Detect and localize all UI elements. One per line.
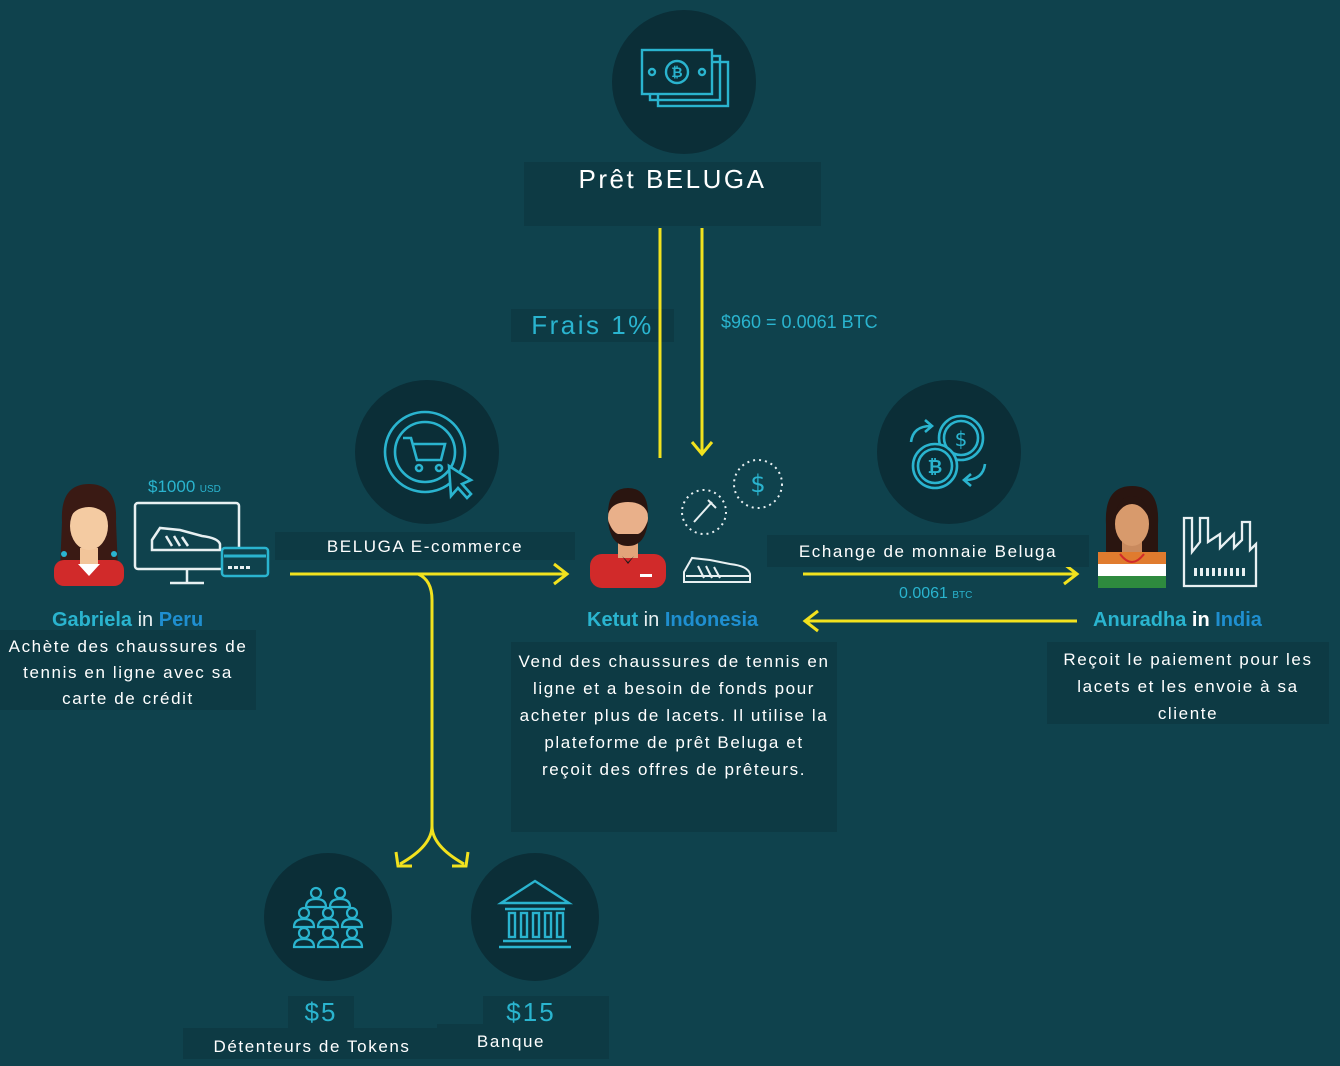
gabriela-country: Peru xyxy=(158,609,204,631)
token-holders-amount: $5 xyxy=(304,997,338,1027)
gabriela-in: in xyxy=(137,609,154,631)
anuradha-name-line: Anuradha in India xyxy=(1093,609,1262,632)
ecommerce-icon-circle xyxy=(355,380,499,524)
ketut-name: Ketut xyxy=(587,609,639,631)
cart-cursor-icon xyxy=(383,410,474,500)
anuradha-avatar xyxy=(1096,484,1168,588)
bank-label: Banque xyxy=(476,1032,546,1051)
gabriela-name-line: Gabriela in Peru xyxy=(52,609,203,632)
token-holders-amount-box: $5 xyxy=(288,996,354,1028)
loan-title-box: Prêt BELUGA xyxy=(524,162,821,226)
exchange-amount-value: 0.0061 xyxy=(899,585,948,602)
svg-text:$: $ xyxy=(955,427,968,451)
anuradha-description: Reçoit le paiement pour les lacets et le… xyxy=(1063,650,1313,723)
bank-icon xyxy=(496,879,574,949)
ketut-description: Vend des chaussures de tennis en ligne e… xyxy=(518,652,830,779)
computer-shoe-card-icon xyxy=(132,500,272,590)
ecommerce-label: BELUGA E-commerce xyxy=(326,537,524,556)
token-holders-label-box: Détenteurs de Tokens xyxy=(183,1028,441,1059)
anuradha-country: India xyxy=(1215,609,1262,631)
bank-icon-circle xyxy=(471,853,599,981)
ecommerce-label-box: BELUGA E-commerce xyxy=(275,532,575,560)
ketut-in: in xyxy=(643,609,660,631)
loan-amount-label: $960 = 0.0061 BTC xyxy=(721,312,878,332)
ketut-tools-icons: $ xyxy=(674,456,788,592)
ketut-name-line: Ketut in Indonesia xyxy=(587,609,758,632)
token-holders-icon-circle xyxy=(264,853,392,981)
anuradha-name: Anuradha xyxy=(1093,609,1187,631)
gabriela-price: $1000 USD xyxy=(148,477,221,497)
bank-amount: $15 xyxy=(506,997,556,1027)
people-group-icon xyxy=(292,886,364,949)
gabriela-price-unit: USD xyxy=(199,484,221,495)
anuradha-description-box: Reçoit le paiement pour les lacets et le… xyxy=(1047,642,1329,724)
exchange-label-box: Echange de monnaie Beluga xyxy=(767,535,1089,567)
bank-amount-box: $15 xyxy=(483,996,609,1028)
gabriela-description: Achète des chaussures de tennis en ligne… xyxy=(8,637,248,708)
ketut-country: Indonesia xyxy=(664,609,759,631)
exchange-icon-circle: $ ₿ xyxy=(877,380,1021,524)
fee-box: Frais 1% xyxy=(511,309,674,342)
exchange-amount: 0.0061 BTC xyxy=(899,585,972,603)
money-bitcoin-icon: ₿ xyxy=(640,48,730,108)
svg-text:$: $ xyxy=(750,470,765,498)
ketut-avatar xyxy=(588,484,668,588)
exchange-label: Echange de monnaie Beluga xyxy=(798,542,1058,561)
currency-exchange-icon: $ ₿ xyxy=(909,414,987,490)
svg-text:₿: ₿ xyxy=(928,457,943,478)
bank-label-box: Banque xyxy=(437,1024,609,1059)
loan-title: Prêt BELUGA xyxy=(578,164,767,194)
factory-icon xyxy=(1180,512,1260,590)
gabriela-description-box: Achète des chaussures de tennis en ligne… xyxy=(0,630,256,710)
gabriela-avatar xyxy=(52,482,126,586)
ketut-description-box: Vend des chaussures de tennis en ligne e… xyxy=(511,642,837,832)
token-holders-label: Détenteurs de Tokens xyxy=(213,1037,411,1056)
svg-text:₿: ₿ xyxy=(671,65,682,81)
exchange-amount-unit: BTC xyxy=(952,590,973,601)
gabriela-name: Gabriela xyxy=(52,609,133,631)
loan-icon-circle: ₿ xyxy=(612,10,756,154)
anuradha-in: in xyxy=(1191,609,1210,631)
gabriela-price-amount: $1000 xyxy=(148,477,196,496)
fee-label: Frais 1% xyxy=(531,310,654,340)
